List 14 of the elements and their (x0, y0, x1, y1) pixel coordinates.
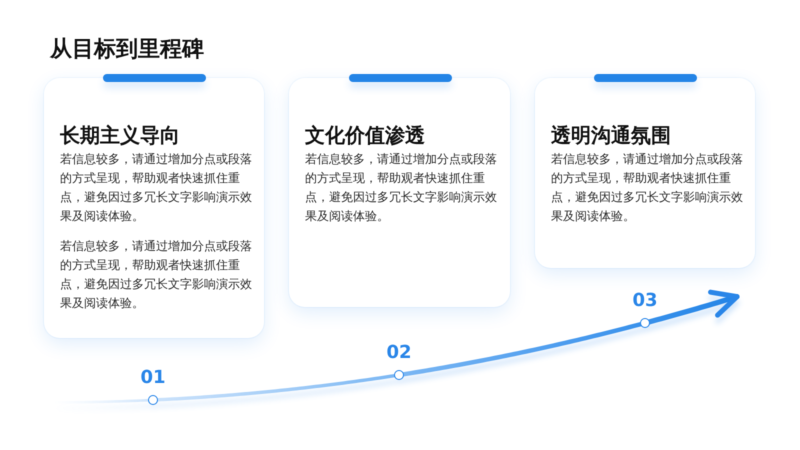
card (289, 78, 510, 307)
card-heading: 长期主义导向 (60, 122, 181, 148)
card-body-text: 若信息较多，请通过增加分点或段落的方式呈现，帮助观者快速抓住重点，避免因过多冗长文字影响演示效果及阅读体验。 (60, 238, 253, 312)
card-body-text: 若信息较多，请通过增加分点或段落的方式呈现，帮助观者快速抓住重点，避免因过多冗长文字影响演示效果及阅读体验。 (60, 151, 253, 225)
milestone-number: 03 (632, 290, 658, 312)
card (44, 78, 264, 338)
card-body-text: 若信息较多，请通过增加分点或段落的方式呈现，帮助观者快速抓住重点，避免因过多冗长文字影响演示效果及阅读体验。 (551, 151, 744, 225)
card-heading: 透明沟通氛围 (551, 122, 672, 148)
card (535, 78, 755, 268)
card-body-text: 若信息较多，请通过增加分点或段落的方式呈现，帮助观者快速抓住重点，避免因过多冗长文字影响演示效果及阅读体验。 (305, 151, 498, 225)
milestone-number: 01 (140, 366, 166, 389)
page-title: 从目标到里程碑 (50, 36, 204, 64)
card-heading: 文化价值渗透 (305, 122, 426, 148)
milestone-number: 02 (386, 342, 412, 364)
